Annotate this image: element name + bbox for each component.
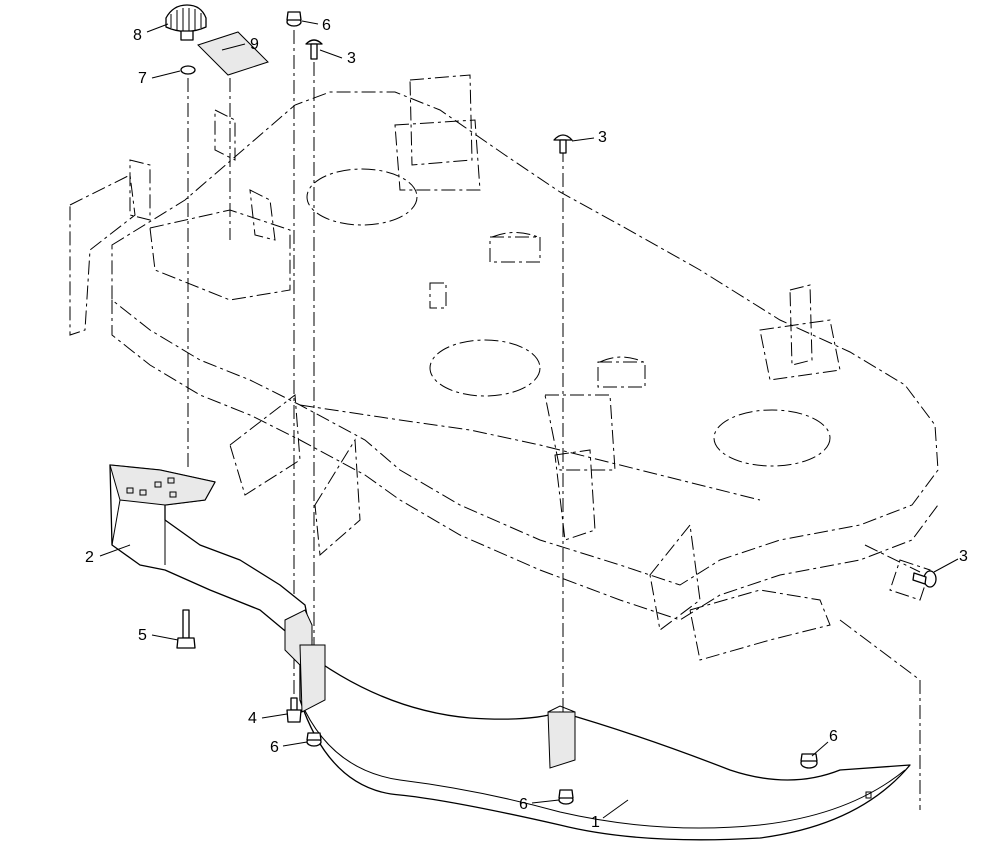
carriage-bolt-center (553, 134, 573, 154)
callout-2: 2 (85, 549, 94, 566)
knob (165, 4, 207, 41)
decal (197, 31, 269, 76)
callout-6-right: 6 (829, 728, 838, 745)
front-baffle (284, 609, 911, 841)
washer (180, 65, 196, 75)
callout-5: 5 (138, 627, 147, 644)
mower-deck-phantom (69, 30, 939, 810)
callout-3-right: 3 (959, 548, 968, 565)
callout-labels: 8 9 6 3 7 3 2 3 5 4 6 6 6 1 (85, 17, 968, 831)
callout-6-lower-left: 6 (270, 739, 279, 756)
bolt-4 (286, 697, 302, 723)
flange-nut-top (286, 11, 302, 27)
callout-4: 4 (248, 710, 257, 727)
callout-3-top: 3 (347, 50, 356, 67)
flange-nut-right (800, 753, 818, 769)
callout-8: 8 (133, 27, 142, 44)
left-baffle (109, 464, 313, 641)
callout-7: 7 (138, 70, 147, 87)
leader-lines (99, 20, 959, 819)
flange-nut-lower-left (306, 732, 322, 747)
carriage-bolt-right (912, 570, 937, 588)
carriage-bolt-top (305, 39, 323, 60)
callout-6-top: 6 (322, 17, 331, 34)
callout-3-center: 3 (598, 129, 607, 146)
bolt-5 (176, 609, 196, 649)
callout-9: 9 (250, 36, 259, 53)
callout-6-bottom: 6 (519, 796, 528, 813)
flange-nut-bottom (558, 789, 574, 805)
callout-1: 1 (591, 814, 600, 831)
